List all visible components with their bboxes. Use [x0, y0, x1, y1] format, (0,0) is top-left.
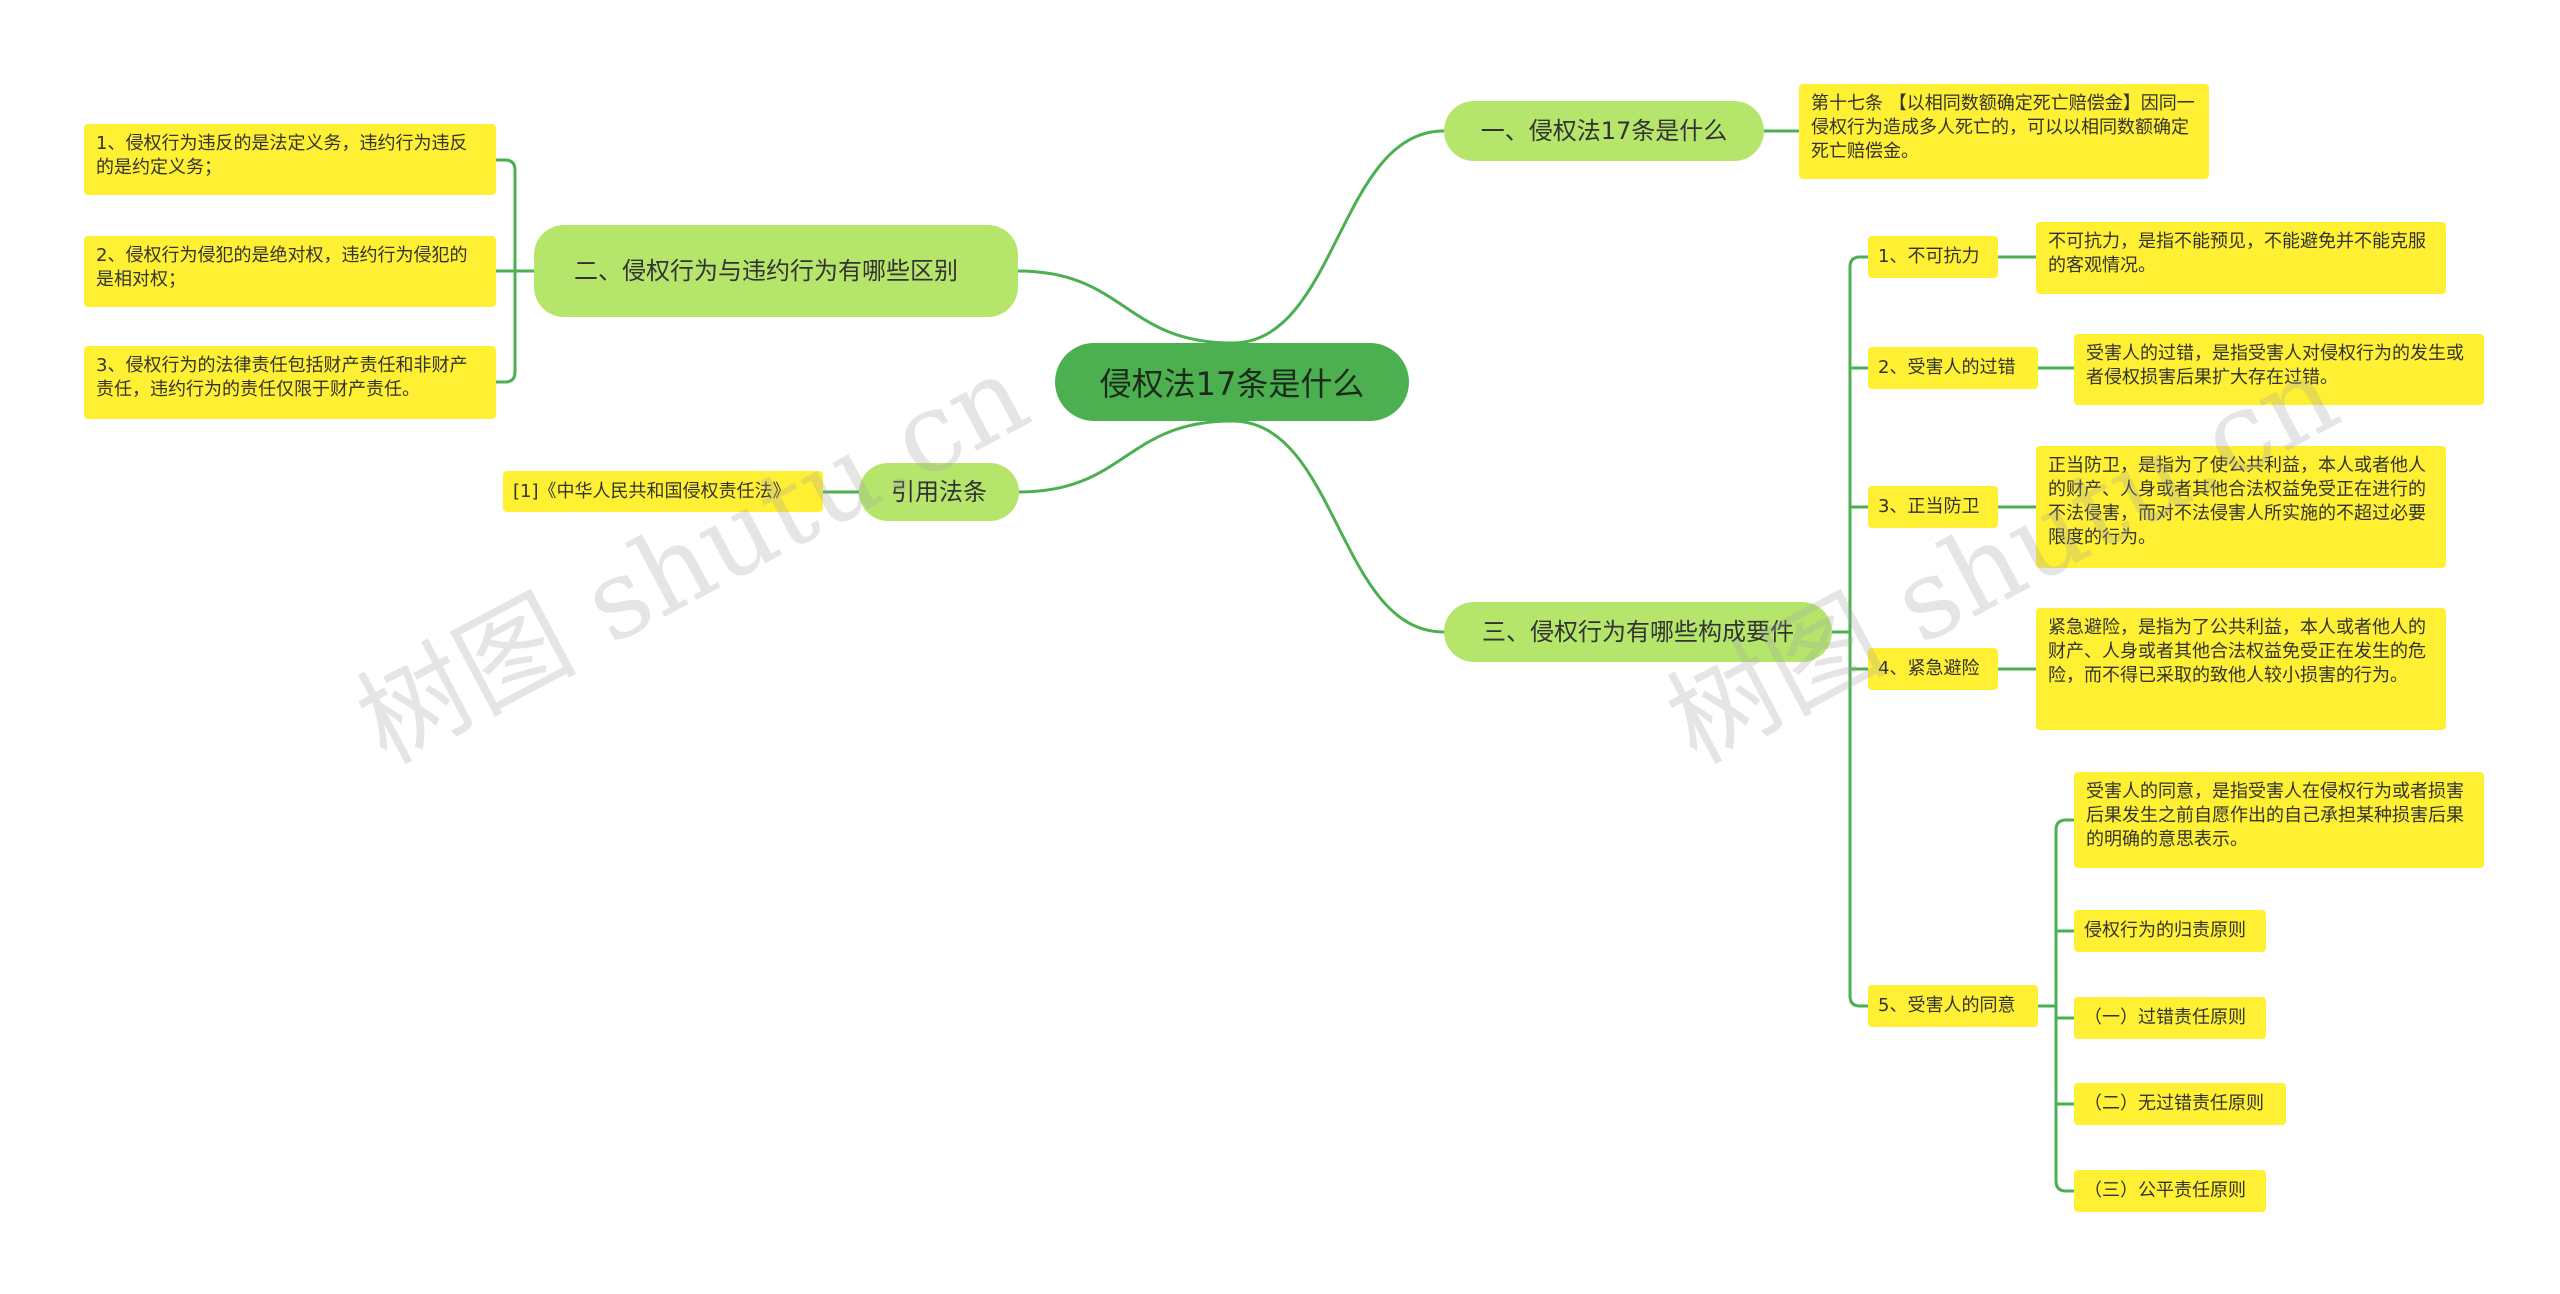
detail-force-majeure[interactable]: 不可抗力，是指不能预见，不能避免并不能克服的客观情况。 [2036, 222, 2446, 294]
cited-law-item[interactable]: [1]《中华人民共和国侵权责任法》 [503, 471, 823, 512]
detail-victim-consent[interactable]: 受害人的同意，是指受害人在侵权行为或者损害后果发生之前自愿作出的自己承担某种损害… [2074, 772, 2484, 868]
link-root-b2 [1017, 269, 1233, 345]
link-c5-d5 [2054, 1180, 2074, 1193]
link-b4-c1 [1848, 255, 1868, 268]
branch-constituent-elements[interactable]: 三、侵权行为有哪些构成要件 [1444, 602, 1832, 662]
link-b4-c5 [1848, 995, 1868, 1008]
link-root-b3 [1018, 419, 1233, 494]
diff-item-2[interactable]: 2、侵权行为侵犯的是绝对权，违约行为侵犯的是相对权； [84, 236, 496, 307]
branch-cited-law[interactable]: 引用法条 [859, 463, 1019, 521]
branch-tort-law-article-17[interactable]: 一、侵权法17条是什么 [1444, 101, 1764, 161]
detail-necessity[interactable]: 紧急避险，是指为了公共利益，本人或者他人的财产、人身或者其他合法权益免受正在发生… [2036, 608, 2446, 730]
link-c5-d1 [2054, 818, 2074, 831]
element-self-defense[interactable]: 3、正当防卫 [1868, 486, 1998, 528]
note-article-17[interactable]: 第十七条 【以相同数额确定死亡赔偿金】因同一侵权行为造成多人死亡的，可以以相同数… [1799, 84, 2209, 179]
detail-self-defense[interactable]: 正当防卫，是指为了使公共利益，本人或者他人的财产、人身或者其他合法权益免受正在进… [2036, 446, 2446, 568]
branch-tort-vs-breach[interactable]: 二、侵权行为与违约行为有哪些区别 [534, 225, 1018, 317]
link-root-b4 [1231, 419, 1445, 634]
detail-victim-fault[interactable]: 受害人的过错，是指受害人对侵权行为的发生或者侵权损害后果扩大存在过错。 [2074, 334, 2484, 405]
link-b2-item1 [496, 158, 517, 171]
root-topic[interactable]: 侵权法17条是什么 [1055, 343, 1409, 421]
element-necessity[interactable]: 4、紧急避险 [1868, 648, 1998, 690]
link-root-b1 [1231, 129, 1445, 345]
element-victim-fault[interactable]: 2、受害人的过错 [1868, 347, 2038, 389]
diff-item-1[interactable]: 1、侵权行为违反的是法定义务，违约行为违反的是约定义务； [84, 124, 496, 195]
element-victim-consent[interactable]: 5、受害人的同意 [1868, 985, 2038, 1027]
principle-attribution[interactable]: 侵权行为的归责原则 [2074, 910, 2266, 952]
principle-no-fault-liability[interactable]: （二）无过错责任原则 [2074, 1083, 2286, 1125]
element-force-majeure[interactable]: 1、不可抗力 [1868, 236, 1998, 278]
diff-item-3[interactable]: 3、侵权行为的法律责任包括财产责任和非财产责任，违约行为的责任仅限于财产责任。 [84, 346, 496, 419]
principle-fault-liability[interactable]: （一）过错责任原则 [2074, 997, 2266, 1039]
link-b2-item3 [496, 371, 517, 384]
principle-equity-liability[interactable]: （三）公平责任原则 [2074, 1170, 2266, 1212]
